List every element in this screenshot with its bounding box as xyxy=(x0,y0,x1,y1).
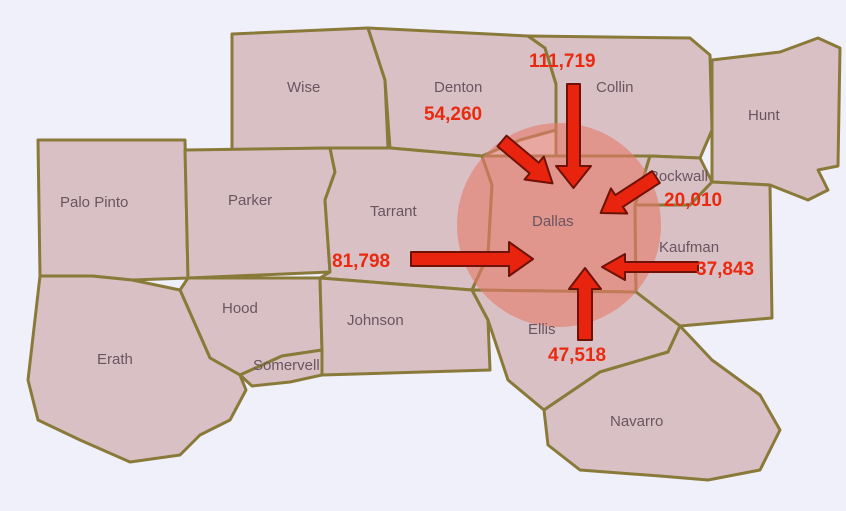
arrow-denton-icon xyxy=(496,134,554,185)
county-shape-parker[interactable] xyxy=(183,146,337,280)
county-shape-erath[interactable] xyxy=(26,274,248,464)
arrow-collin-icon xyxy=(555,83,592,189)
county-label-dallas: Dallas xyxy=(532,213,574,230)
county-label-palo-pinto: Palo Pinto xyxy=(60,194,128,211)
county-label-collin: Collin xyxy=(596,79,634,96)
county-label-rockwall: Rockwall xyxy=(648,168,708,185)
county-label-parker: Parker xyxy=(228,192,272,209)
county-labels: Wise Denton Collin Hunt Palo Pinto Parke… xyxy=(60,79,781,430)
county-label-tarrant: Tarrant xyxy=(370,203,418,220)
flow-value-ellis: 47,518 xyxy=(548,345,606,366)
county-label-erath: Erath xyxy=(97,351,133,368)
county-label-kaufman: Kaufman xyxy=(659,239,719,256)
county-label-hunt: Hunt xyxy=(748,107,781,124)
flow-value-collin: 111,719 xyxy=(529,51,596,72)
flow-arrows xyxy=(410,83,699,341)
county-label-denton: Denton xyxy=(434,79,482,96)
arrow-rockwall-icon xyxy=(599,170,661,215)
county-label-wise: Wise xyxy=(287,79,320,96)
county-label-navarro: Navarro xyxy=(610,413,663,430)
flow-value-tarrant: 81,798 xyxy=(332,251,390,272)
flow-value-denton: 54,260 xyxy=(424,104,482,125)
county-label-hood: Hood xyxy=(222,300,258,317)
flow-values: 111,719 54,260 20,010 81,798 37,843 47,5… xyxy=(332,51,754,366)
county-label-ellis: Ellis xyxy=(528,321,556,338)
flow-value-rockwall: 20,010 xyxy=(664,190,722,211)
arrow-ellis-icon xyxy=(568,267,602,341)
county-shape-navarro[interactable] xyxy=(542,324,782,482)
county-shape-johnson[interactable] xyxy=(318,276,492,377)
county-shape-somervell[interactable] xyxy=(238,348,324,388)
arrow-tarrant-icon xyxy=(410,241,534,277)
county-label-somervell: Somervell xyxy=(253,357,320,374)
flow-value-kaufman: 37,843 xyxy=(696,259,754,280)
county-shape-hunt[interactable] xyxy=(710,36,842,202)
county-label-johnson: Johnson xyxy=(347,312,404,329)
arrow-kaufman-icon xyxy=(601,253,699,281)
